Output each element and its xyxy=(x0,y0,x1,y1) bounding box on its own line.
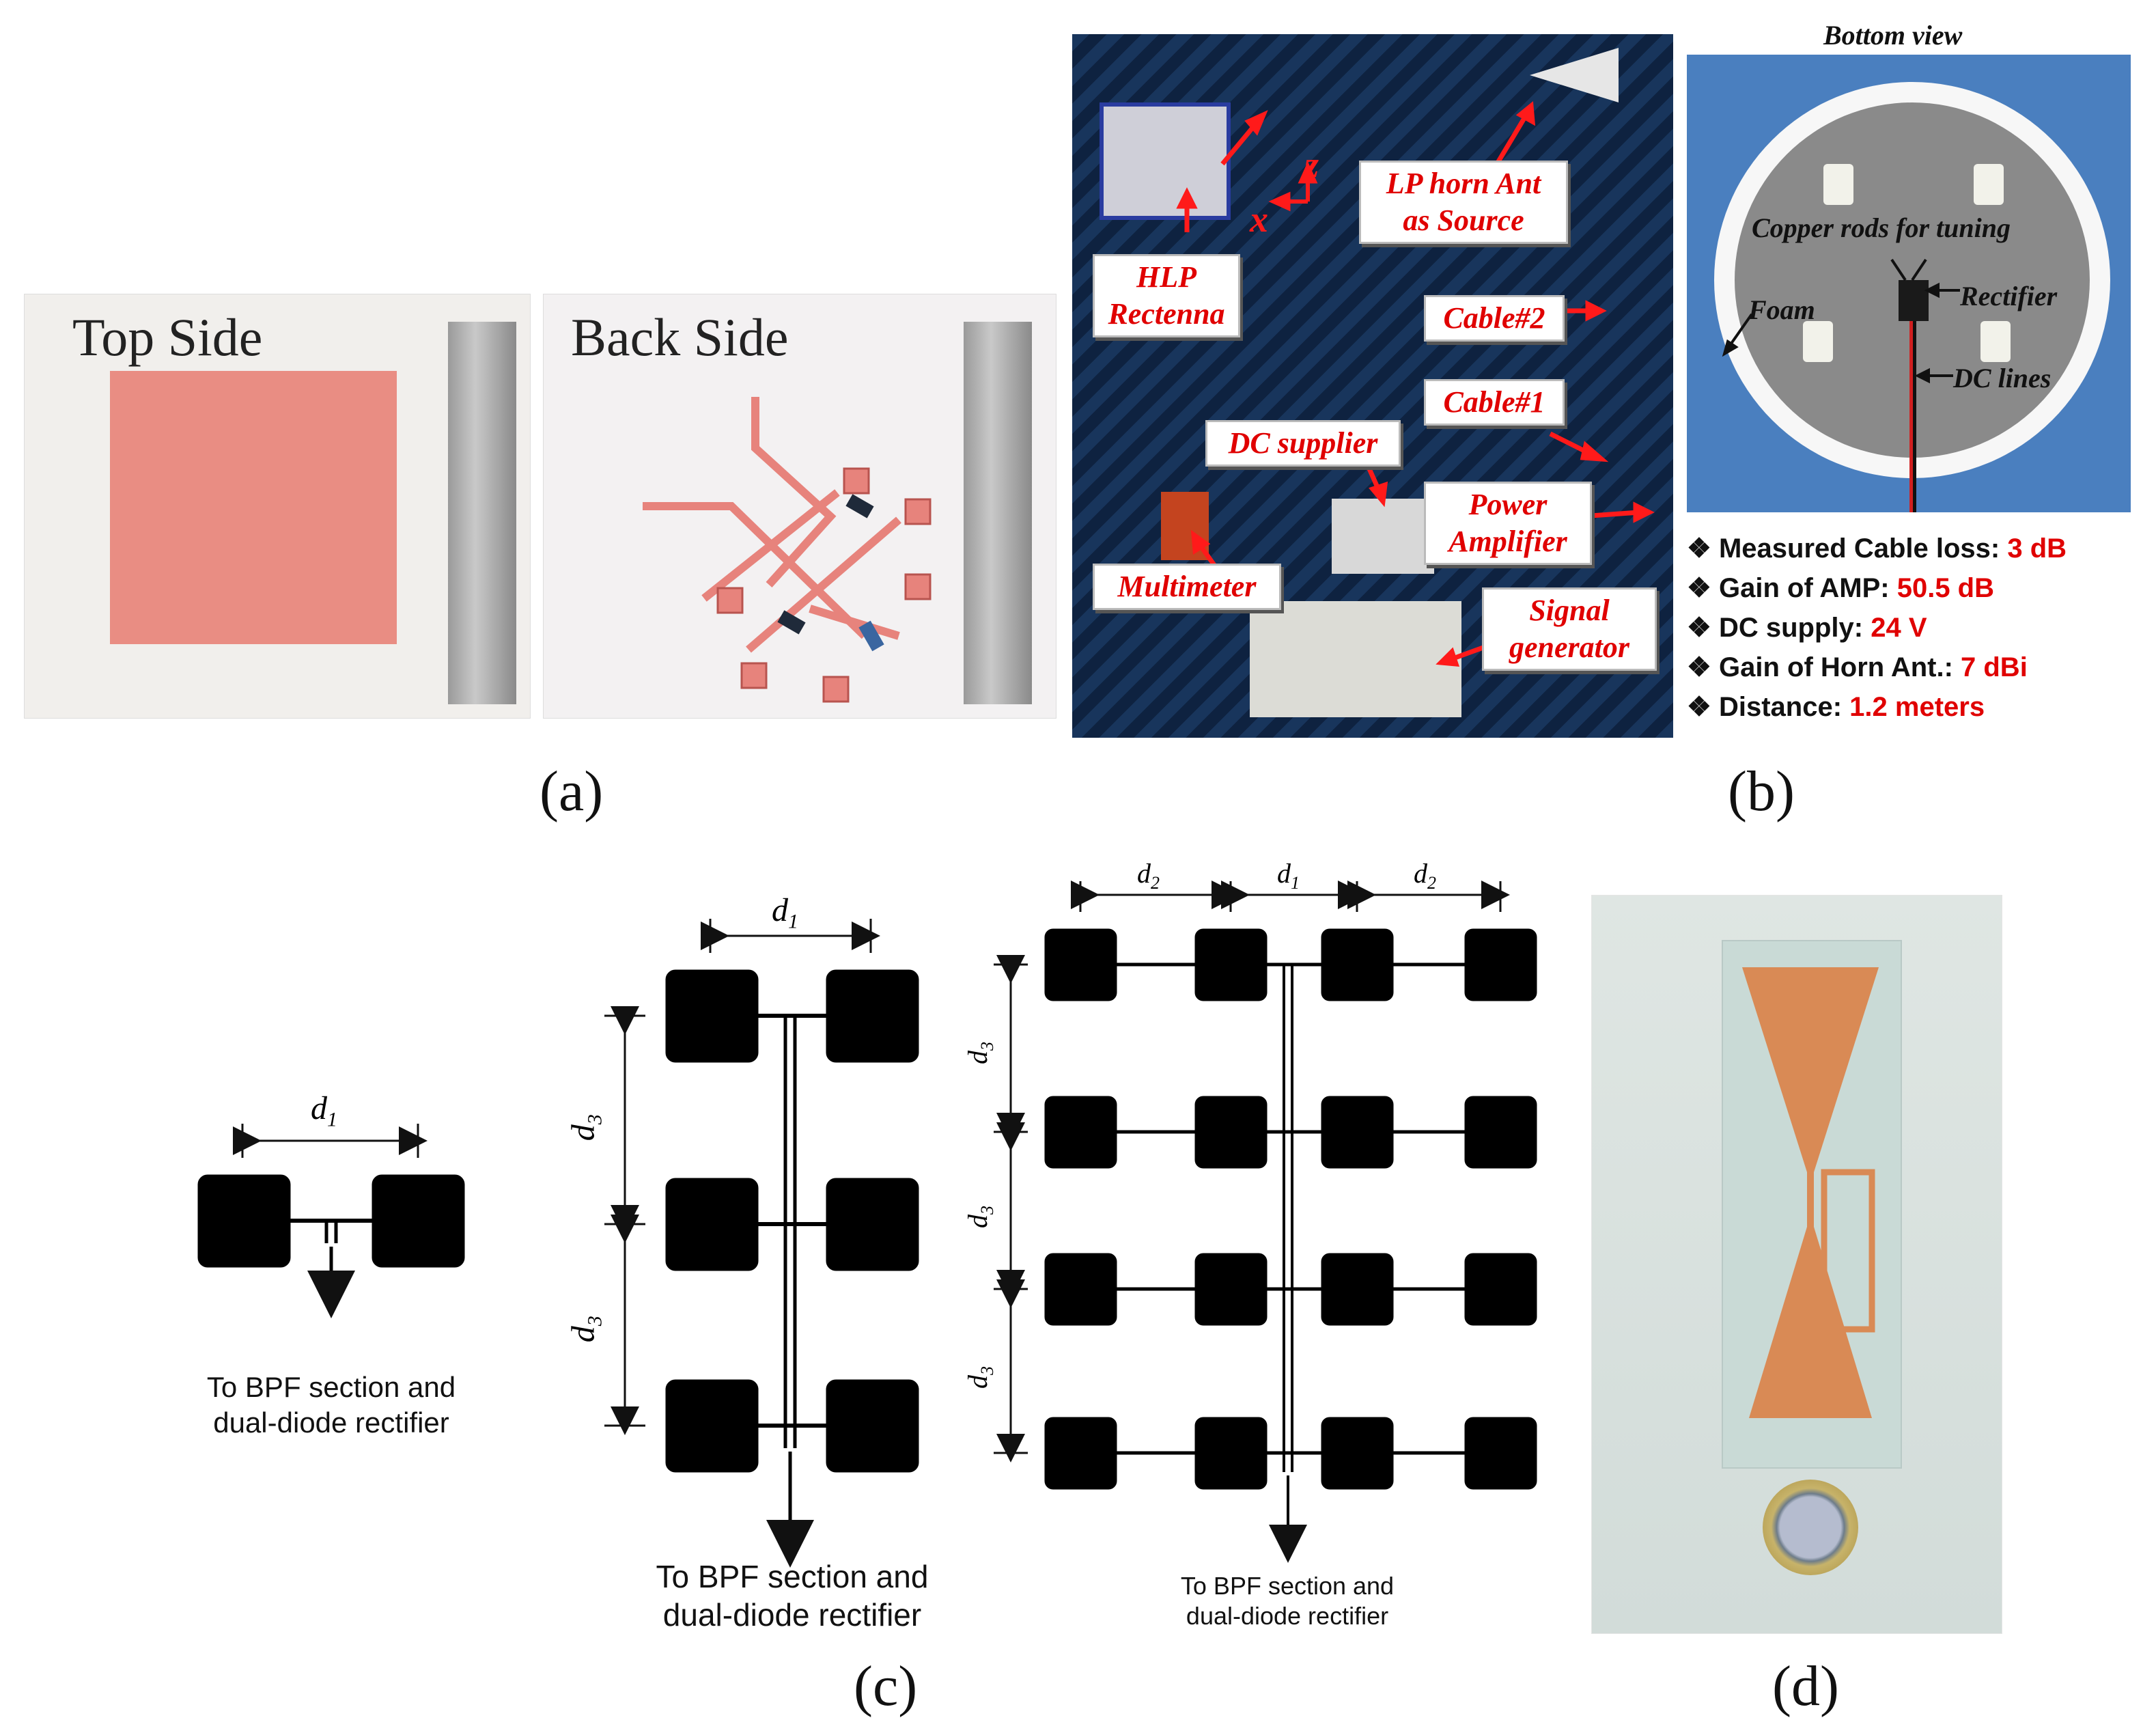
dimension-d3-label: d3 xyxy=(565,1114,606,1141)
spec-row: ❖ Distance: 1.2 meters xyxy=(1687,692,1985,722)
dc-supplier-device xyxy=(1332,499,1434,574)
spec-row: ❖ Gain of AMP: 50.5 dB xyxy=(1687,573,1995,603)
bowtie-antenna xyxy=(1742,967,1879,1418)
bullet-icon: ❖ xyxy=(1687,692,1719,722)
top-side-photo: Top Side xyxy=(24,294,531,719)
dimension-d2-label: d2 xyxy=(1137,858,1160,893)
patch-copper xyxy=(110,371,397,644)
ruler xyxy=(964,322,1032,704)
rectifier-label: Rectifier xyxy=(1960,281,2058,311)
dimension-d3-label: d3 xyxy=(565,1316,606,1343)
array-diagrams xyxy=(197,881,1537,1568)
bullet-icon: ❖ xyxy=(1687,613,1719,643)
top-side-label: Top Side xyxy=(72,307,263,367)
dimension-d2-label: d2 xyxy=(1414,858,1436,893)
spec-row: ❖ DC supply: 24 V xyxy=(1687,613,1927,643)
rod xyxy=(1974,164,2004,205)
horn-antenna xyxy=(1530,48,1619,102)
bottom-view-arrows xyxy=(1722,258,1960,384)
callout-dc-supplier: DC supplier xyxy=(1205,420,1401,467)
copper-rods-label: Copper rods for tuning xyxy=(1752,212,2011,243)
callout-power-amplifier: Power Amplifier xyxy=(1424,482,1592,565)
bullet-icon: ❖ xyxy=(1687,533,1719,564)
caption-a: (a) xyxy=(540,760,604,823)
axis-x-label: x xyxy=(1250,199,1268,240)
feed-network-traces xyxy=(643,397,932,703)
back-side-photo: Back Side xyxy=(543,294,1056,719)
bullet-icon: ❖ xyxy=(1687,652,1719,682)
dimension-d3-label: d3 xyxy=(962,1366,997,1389)
dc-lines-wire xyxy=(1909,321,1916,512)
callout-cable-1: Cable#1 xyxy=(1424,379,1565,426)
callout-hlp-rectenna: HLP Rectenna xyxy=(1093,254,1240,337)
dimension-d3-label: d3 xyxy=(962,1042,997,1064)
dimension-d1-label: d1 xyxy=(1277,858,1300,893)
rod xyxy=(1823,164,1853,205)
caption-b: (b) xyxy=(1728,760,1795,823)
dc-lines-label: DC lines xyxy=(1953,363,2052,393)
ruler xyxy=(448,322,516,704)
rod xyxy=(1980,321,2011,362)
callout-signal-generator: Signal generator xyxy=(1482,587,1657,671)
dimension-d1-label: d1 xyxy=(772,892,798,933)
spec-row: ❖ Measured Cable loss: 3 dB xyxy=(1687,533,2067,564)
bowtie-rectenna-photo xyxy=(1591,895,2002,1634)
signal-generator-device xyxy=(1250,601,1461,717)
rod xyxy=(1803,321,1833,362)
rectifier-board xyxy=(1899,280,1929,321)
bottom-view-title: Bottom view xyxy=(1823,20,1963,51)
back-side-label: Back Side xyxy=(571,307,789,367)
spec-row: ❖ Gain of Horn Ant.: 7 dBi xyxy=(1687,652,2028,682)
dimension-d3-label: d3 xyxy=(962,1206,997,1228)
rectenna-mount xyxy=(1100,102,1231,220)
coin xyxy=(1763,1480,1858,1575)
caption-d: (d) xyxy=(1772,1654,1839,1718)
dimension-d1-label: d1 xyxy=(311,1090,337,1131)
callout-cable-2: Cable#2 xyxy=(1424,295,1565,342)
caption-c: (c) xyxy=(854,1654,918,1718)
axis-z-label: z xyxy=(1304,144,1319,185)
callout-horn-antenna: LP horn Ant as Source xyxy=(1359,161,1568,244)
bullet-icon: ❖ xyxy=(1687,573,1719,603)
callout-multimeter: Multimeter xyxy=(1093,564,1281,610)
foam-label: Foam xyxy=(1748,294,1815,325)
